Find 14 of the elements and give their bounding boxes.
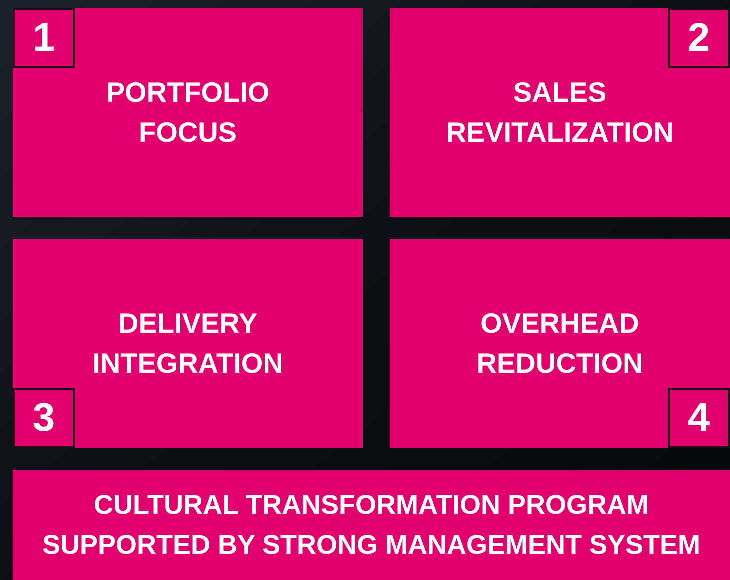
pillar-title: DELIVERY INTEGRATION (92, 306, 284, 380)
pillar-box (13, 470, 730, 580)
number-badge: 3 (13, 388, 75, 448)
pillar-box (13, 239, 363, 448)
pillar-box (13, 8, 363, 217)
pillar-title: PORTFOLIO FOCUS (106, 76, 270, 150)
number-badge: 1 (13, 8, 75, 68)
pillar-title: CULTURAL TRANSFORMATION PROGRAM SUPPORTED BY STRONG MANAGEMENT SYSTEM (41, 489, 702, 562)
pillar-title: SALES REVITALIZATION (446, 76, 674, 150)
pillar-box (390, 239, 730, 448)
pillar-box (390, 8, 730, 217)
pillar-title: OVERHEAD REDUCTION (476, 306, 644, 380)
number-badge: 4 (668, 388, 730, 448)
number-badge: 2 (668, 8, 730, 68)
